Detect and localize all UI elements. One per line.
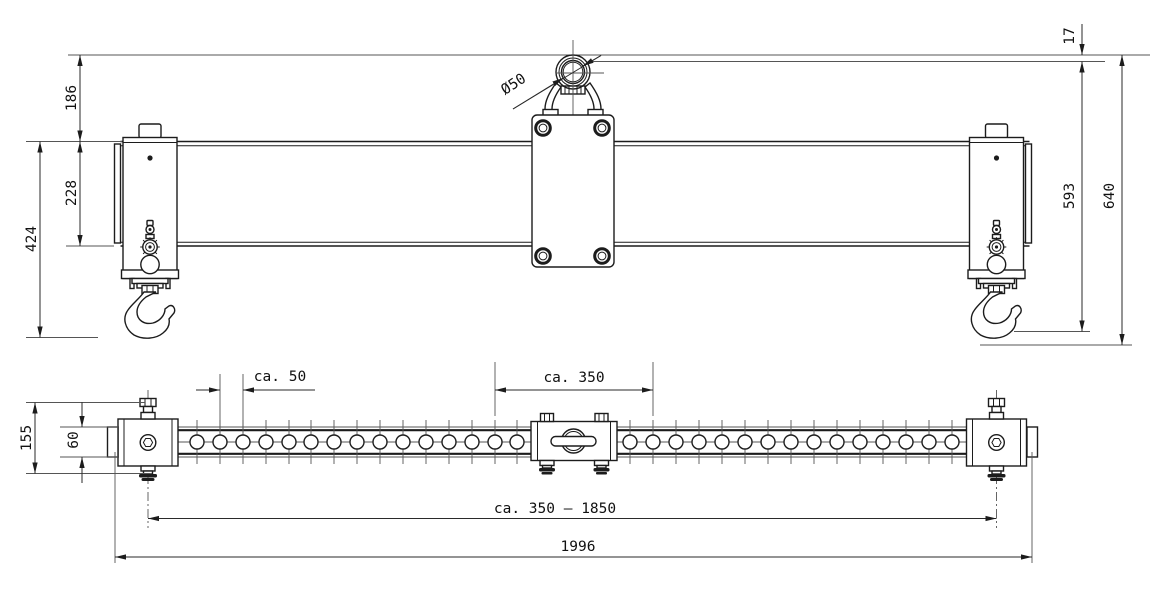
dim-228: 228 <box>64 141 114 247</box>
dim-640: 640 <box>980 55 1132 346</box>
dim-label-60: 60 <box>66 431 82 448</box>
end-block-left <box>117 397 179 482</box>
dim-label-155: 155 <box>19 425 35 451</box>
plan-view: 155 60 ca. 50 ca. 350 ca. 350 – 1850 <box>19 362 1039 563</box>
dim-label-clamp-span: ca. 350 <box>543 370 604 386</box>
dim-hook-range: ca. 350 – 1850 <box>147 501 997 522</box>
dim-155: 155 <box>19 402 150 474</box>
dim-label-424: 424 <box>24 226 40 252</box>
dim-label-228: 228 <box>64 180 80 206</box>
center-suspension <box>531 40 615 268</box>
end-assembly-right <box>967 123 1026 339</box>
front-view: Ø50 186 228 424 17 593 640 <box>24 24 1150 346</box>
dim-label-overall-length: 1996 <box>561 539 596 555</box>
beam-end-cap-left <box>113 143 122 244</box>
beam-end-cap-right <box>1024 143 1033 244</box>
dim-label-17: 17 <box>1062 27 1078 44</box>
dim-overall-length: 1996 <box>114 452 1033 563</box>
dim-label-640: 640 <box>1102 183 1118 209</box>
center-plate <box>531 114 615 268</box>
dim-593: 593 <box>1014 61 1090 332</box>
rail-end-tab-left <box>106 426 119 458</box>
dim-hole-pitch: ca. 50 <box>196 369 315 433</box>
dim-label-hook-range: ca. 350 – 1850 <box>494 501 616 517</box>
dim-60: 60 <box>60 402 118 483</box>
dim-424: 424 <box>24 141 98 338</box>
dim-label-hole-pitch: ca. 50 <box>254 369 306 385</box>
dim-label-eye-diameter: Ø50 <box>498 71 529 99</box>
dim-label-186: 186 <box>64 85 80 111</box>
end-assembly-left <box>120 123 180 339</box>
dim-clamp-span: ca. 350 <box>494 362 654 416</box>
dim-186: 186 <box>26 55 122 142</box>
center-clamp <box>530 412 618 476</box>
end-block-right <box>965 397 1028 482</box>
dim-17: 17 <box>1062 24 1085 55</box>
dim-label-593: 593 <box>1062 183 1078 209</box>
